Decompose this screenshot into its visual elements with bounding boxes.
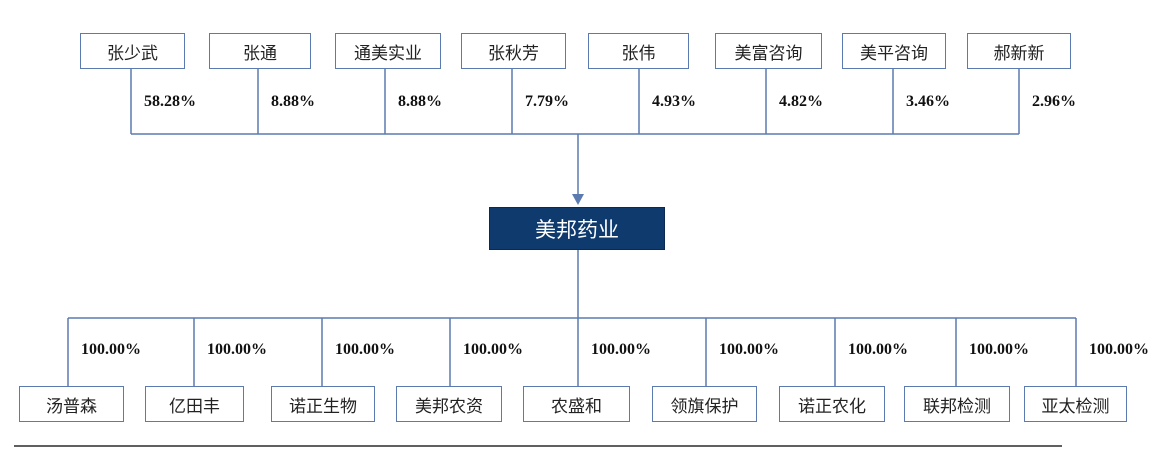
subsidiary-box: 亿田丰	[145, 386, 244, 422]
subsidiary-box: 诺正农化	[779, 386, 885, 422]
shareholder-box-label: 郝新新	[993, 43, 1045, 64]
shareholder-box-label: 张伟	[621, 43, 656, 64]
shareholder-box: 美富咨询	[715, 33, 822, 69]
shareholder-pct: 3.46%	[906, 93, 950, 110]
subsidiary-pct: 100.00%	[335, 341, 395, 358]
subsidiary-pct: 100.00%	[1089, 341, 1149, 358]
shareholder-pct: 58.28%	[144, 93, 196, 110]
subsidiary-box: 联邦检测	[904, 386, 1010, 422]
shareholder-box-label: 通美实业	[354, 43, 422, 64]
shareholder-box: 张伟	[588, 33, 689, 69]
subsidiary-box: 诺正生物	[271, 386, 375, 422]
shareholder-pct: 4.82%	[779, 93, 823, 110]
company-name: 美邦药业	[535, 217, 619, 242]
subsidiary-box: 农盛和	[523, 386, 630, 422]
shareholder-box-label: 美平咨询	[860, 43, 928, 64]
subsidiary-box-label: 亚太检测	[1041, 396, 1110, 417]
company-box: 美邦药业	[489, 207, 665, 250]
subsidiary-box: 领旗保护	[652, 386, 757, 422]
shareholder-box-label: 张少武	[107, 43, 158, 64]
subsidiary-box-label: 亿田丰	[169, 396, 220, 417]
subsidiary-pct: 100.00%	[81, 341, 141, 358]
subsidiary-box-label: 领旗保护	[670, 396, 739, 417]
subsidiary-pct: 100.00%	[463, 341, 523, 358]
shareholder-pct: 4.93%	[652, 93, 696, 110]
subsidiary-box: 美邦农资	[396, 386, 502, 422]
shareholder-box: 张少武	[80, 33, 185, 69]
shareholder-pct: 2.96%	[1032, 93, 1076, 110]
shareholder-box: 美平咨询	[842, 33, 946, 69]
subsidiary-pct: 100.00%	[591, 341, 651, 358]
subsidiary-box-label: 诺正生物	[289, 396, 357, 417]
subsidiary-pct: 100.00%	[848, 341, 908, 358]
subsidiary-box-label: 诺正农化	[798, 396, 866, 417]
shareholder-box: 张通	[209, 33, 311, 69]
shareholder-pct: 8.88%	[271, 93, 315, 110]
subsidiary-pct: 100.00%	[969, 341, 1029, 358]
shareholder-box-label: 美富咨询	[734, 43, 803, 64]
shareholder-box: 通美实业	[335, 33, 441, 69]
subsidiary-box: 汤普森	[19, 386, 124, 422]
subsidiary-pct: 100.00%	[207, 341, 267, 358]
subsidiary-box-label: 农盛和	[551, 396, 602, 417]
shareholder-pct: 7.79%	[525, 93, 569, 110]
subsidiary-pct: 100.00%	[719, 341, 779, 358]
shareholder-box: 张秋芳	[461, 33, 566, 69]
arrow-head	[572, 194, 584, 205]
subsidiary-box: 亚太检测	[1024, 386, 1127, 422]
subsidiary-box-label: 汤普森	[46, 396, 97, 417]
shareholder-box-label: 张通	[243, 43, 277, 64]
subsidiary-box-label: 美邦农资	[415, 396, 483, 417]
shareholder-box: 郝新新	[967, 33, 1071, 69]
shareholder-box-label: 张秋芳	[488, 43, 539, 64]
shareholder-pct: 8.88%	[398, 93, 442, 110]
subsidiary-box-label: 联邦检测	[923, 396, 991, 417]
